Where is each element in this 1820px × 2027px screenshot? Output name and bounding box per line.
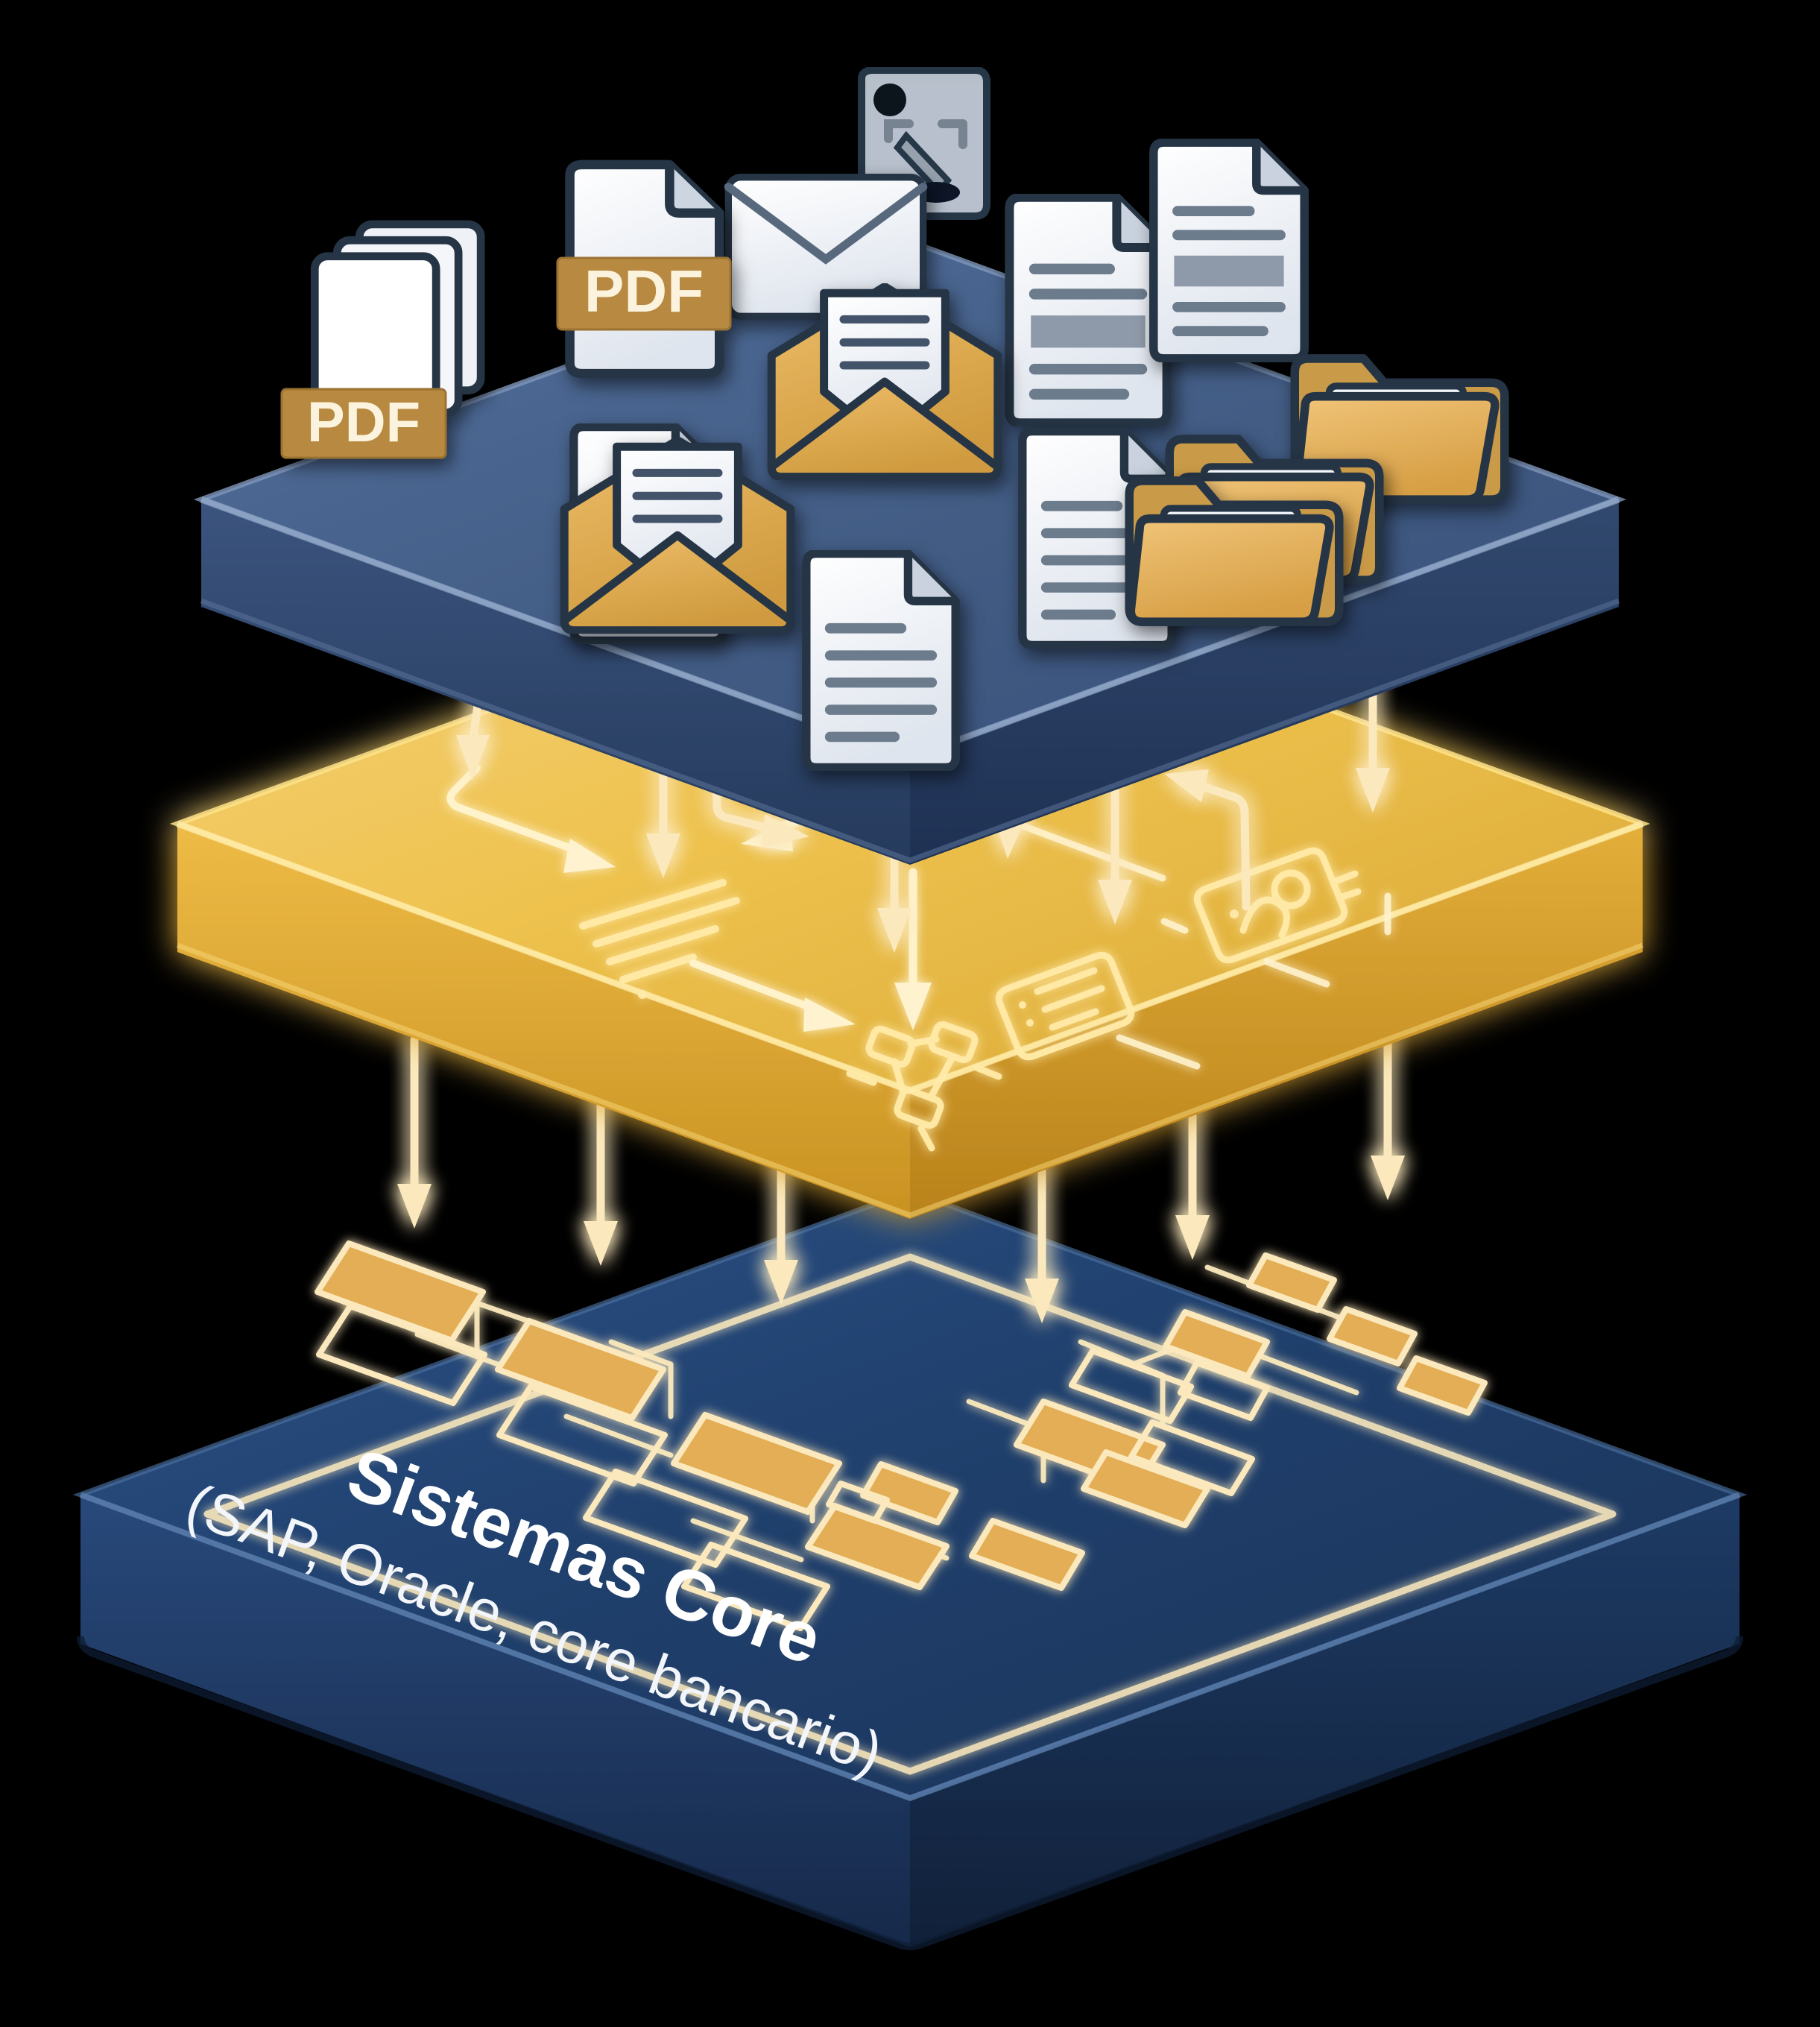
id-card-icon <box>1193 847 1362 964</box>
schema-diagram <box>315 1241 1488 1631</box>
flow-arrow <box>711 704 809 848</box>
document-card-icon <box>995 951 1135 1061</box>
flow-arrow <box>584 1080 618 1266</box>
flow-arrows-middle-to-bottom <box>397 1023 1405 1323</box>
flow-arrow-head <box>563 839 616 873</box>
flow-arrow <box>1371 1023 1405 1200</box>
text-document-icon[interactable] <box>1154 142 1304 359</box>
flow-arrow <box>397 1035 432 1229</box>
pdf-badge-label: PDF <box>307 391 420 454</box>
core-systems-layer[interactable]: Sistemas Core (SAP, Oracle, core bancari… <box>72 1188 1748 1950</box>
schema-frame <box>203 1253 1617 1775</box>
node-graph-icon <box>846 1021 1002 1152</box>
text-document-icon[interactable] <box>806 554 955 768</box>
flow-arrow-head <box>894 983 932 1030</box>
bottom-slab-right-face <box>910 1495 1740 1947</box>
flow-arrow <box>1025 1147 1059 1323</box>
middle-slab-left-face <box>177 824 910 1219</box>
pdf-badge-label: PDF <box>584 258 704 324</box>
bottom-slab-left-face <box>80 1495 910 1947</box>
folder-icon[interactable] <box>1129 481 1339 622</box>
document-sources-layer[interactable] <box>193 239 1627 865</box>
top-slab-left-face <box>201 499 910 865</box>
pdf-document-icon[interactable]: PDF <box>556 165 732 373</box>
top-slab-right-face <box>910 499 1619 865</box>
flow-arrow-up <box>1164 769 1251 911</box>
source-icons: PDF PDF <box>280 70 1505 768</box>
middle-slab-right-face <box>910 824 1643 1219</box>
report-document-icon[interactable] <box>1009 198 1166 423</box>
pdf-stack-icon[interactable]: PDF <box>280 224 481 459</box>
flow-arrow-head <box>803 997 856 1032</box>
text-lines-icon <box>579 879 740 999</box>
